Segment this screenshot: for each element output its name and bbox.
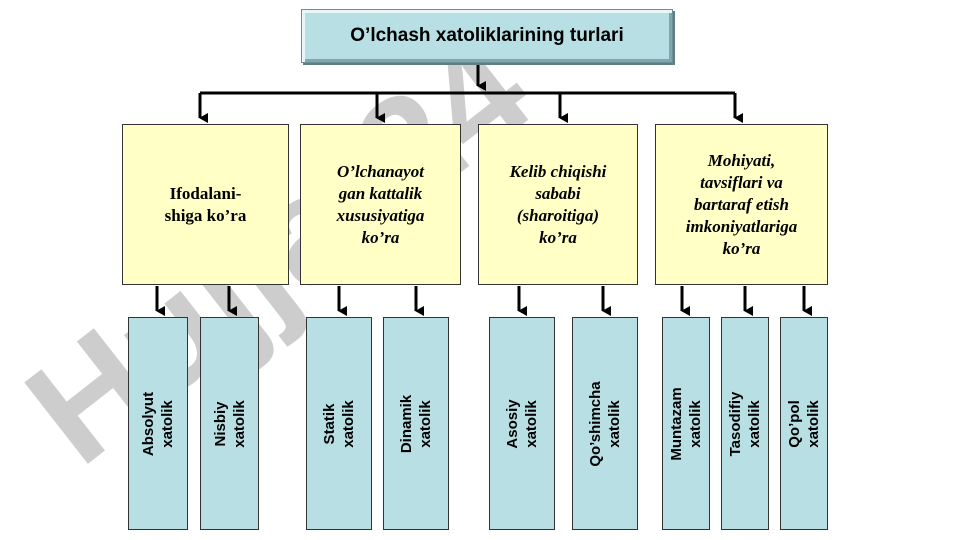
category-label: O’lchanayot gan kattalik xususiyatiga ko… [336, 161, 425, 247]
type-box-absolute: Absolyut xatolik [128, 317, 188, 530]
type-box-additional: Qo’shimcha xatolik [572, 317, 638, 530]
type-box-dynamic: Dinamik xatolik [383, 317, 449, 530]
category-label: Kelib chiqishi sababi (sharoitiga) ko’ra [509, 161, 607, 247]
category-box-cause: Kelib chiqishi sababi (sharoitiga) ko’ra [478, 124, 638, 285]
type-box-basic: Asosiy xatolik [489, 317, 555, 530]
type-label: Nisbiy xatolik [211, 399, 248, 448]
type-box-gross: Qo’pol xatolik [780, 317, 828, 530]
category-box-measured-quantity: O’lchanayot gan kattalik xususiyatiga ko… [300, 124, 461, 285]
type-box-relative: Nisbiy xatolik [200, 317, 259, 530]
type-label: Asosiy xatolik [504, 398, 540, 449]
type-label: Absolyut xatolik [140, 391, 176, 456]
type-box-static: Statik xatolik [306, 317, 372, 530]
type-label: Muntazam xatolik [668, 386, 704, 461]
type-label: Dinamik xatolik [398, 394, 434, 453]
type-box-random: Tasodifiy xatolik [721, 317, 769, 530]
category-label: Mohiyati, tavsiflari va bartaraf etish i… [685, 150, 798, 258]
type-label: Qo’pol xatolik [786, 399, 822, 448]
category-box-expression: Ifodalani- shiga ko’ra [122, 124, 289, 285]
type-label: Statik xatolik [321, 399, 357, 448]
category-box-nature: Mohiyati, tavsiflari va bartaraf etish i… [655, 124, 828, 285]
type-box-systematic: Muntazam xatolik [662, 317, 710, 530]
diagram-title: O’lchash xatoliklarining turlari [350, 25, 624, 46]
category-label: Ifodalani- shiga ko’ra [164, 183, 247, 225]
title-box: O’lchash xatoliklarining turlari [301, 9, 673, 63]
type-label: Tasodifiy xatolik [727, 391, 763, 456]
type-label: Qo’shimcha xatolik [587, 380, 623, 467]
